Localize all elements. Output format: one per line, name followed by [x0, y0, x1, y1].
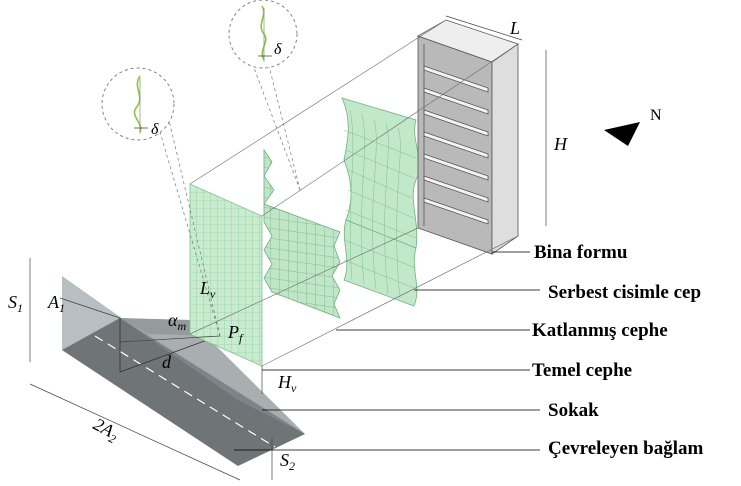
- symbol-L: L: [509, 18, 520, 38]
- symbol-H: H: [553, 134, 568, 154]
- label-surrounding-context: Çevreleyen bağlam: [548, 438, 703, 459]
- delta-symbol-2: δ: [274, 41, 282, 58]
- symbol-Pf: Pf: [227, 322, 244, 345]
- detail-circle-2: δ: [228, 0, 298, 69]
- base-facade-panel: [189, 183, 263, 367]
- dimension-lines: [29, 15, 547, 481]
- label-folded-facade: Katlanmış cephe: [532, 320, 668, 341]
- label-base-facade: Temel cephe: [532, 360, 632, 381]
- symbol-Hv: Hv: [277, 372, 297, 395]
- free-form-facade-mesh: [343, 109, 417, 299]
- leader-lines: [234, 251, 540, 451]
- folded-facade-panel: [263, 148, 341, 319]
- projection-lines: [159, 19, 519, 367]
- building-floor-slabs: [423, 65, 489, 225]
- symbol-S2: S2: [280, 450, 295, 473]
- symbol-S1: S1: [8, 292, 23, 315]
- symbol-Lv: Lv: [199, 278, 216, 301]
- detail-circle-1: δ: [101, 67, 175, 141]
- north-arrow-icon: [604, 122, 640, 146]
- street-top-highlight: [120, 318, 305, 434]
- street-plane: [62, 318, 305, 466]
- building-side-face: [491, 43, 519, 255]
- symbol-alpha-m: αm: [168, 310, 186, 333]
- symbol-d: d: [162, 352, 172, 372]
- label-free-form-facade: Serbest cisimle cep: [548, 282, 701, 303]
- street-center-line: [94, 335, 276, 448]
- label-building-form: Bina formu: [534, 242, 628, 263]
- symbol-A1: A1: [47, 292, 65, 315]
- label-street: Sokak: [548, 400, 599, 421]
- symbol-2A2: 2A2: [89, 414, 123, 447]
- delta-symbol-1: δ: [151, 121, 159, 138]
- north-label: N: [650, 107, 662, 124]
